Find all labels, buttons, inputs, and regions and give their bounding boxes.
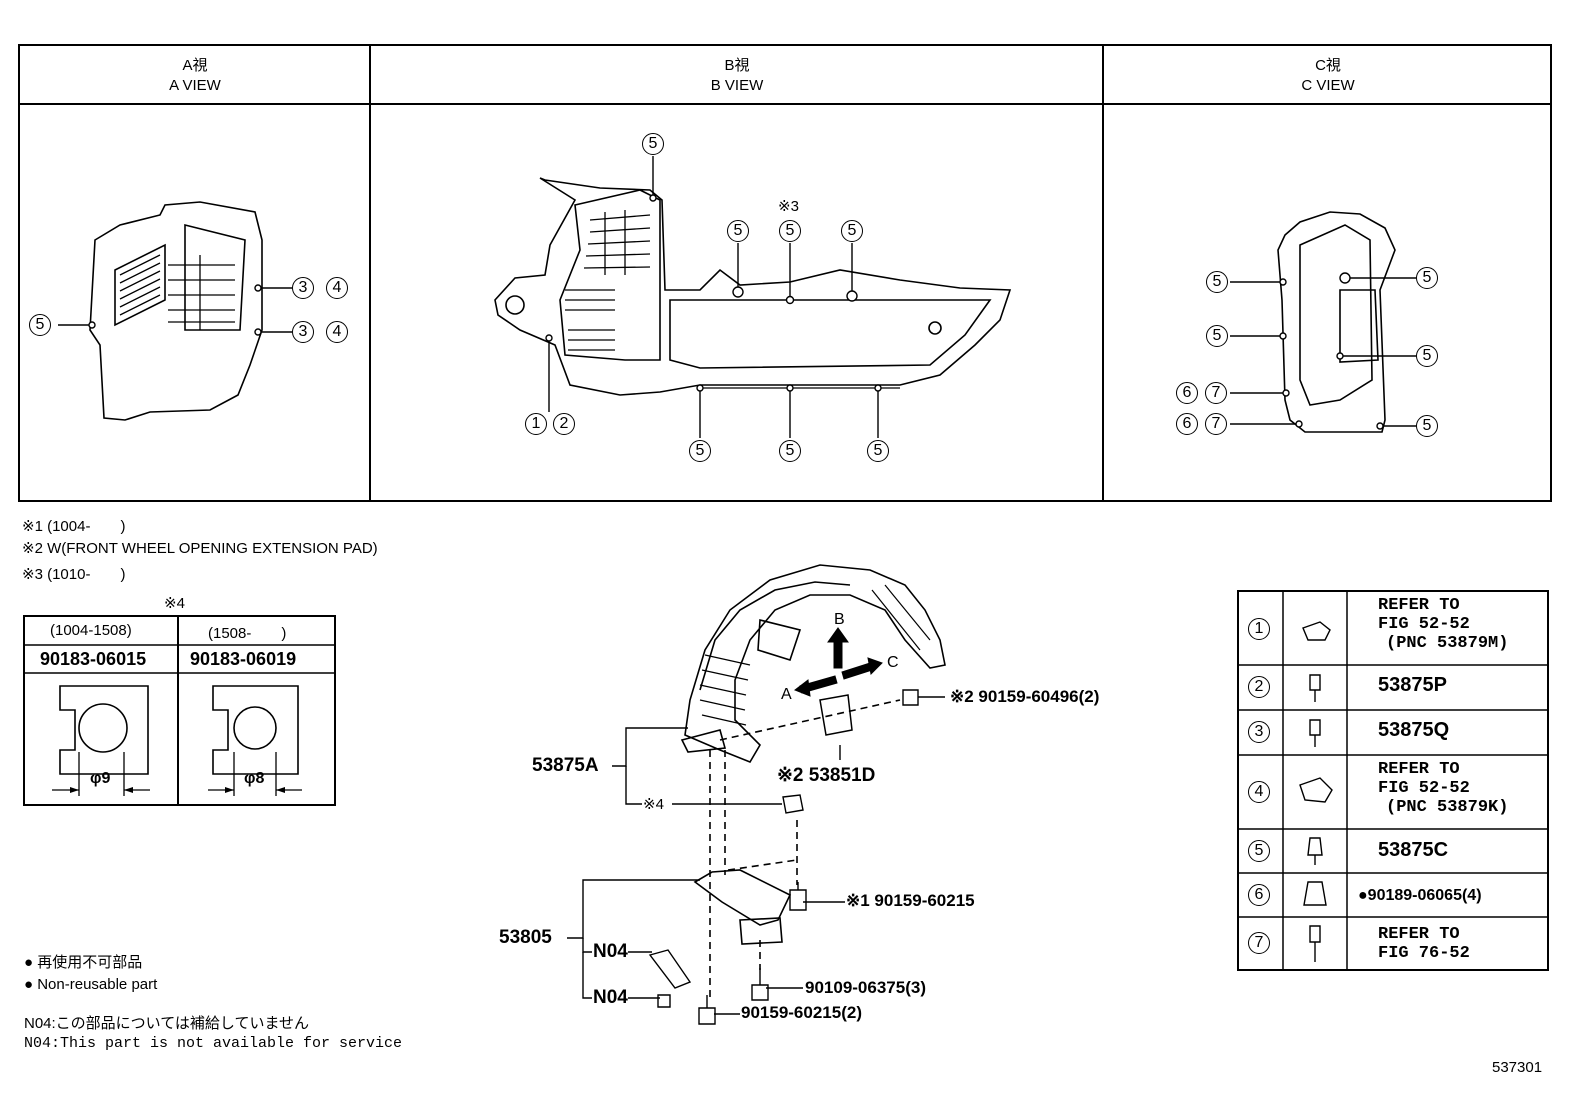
c-callout-5-left1: 5 — [1206, 271, 1228, 293]
variant-col1-part: 90183-06015 — [40, 649, 147, 669]
legend-text-3: 53875Q — [1378, 719, 1450, 741]
c-view-en: C VIEW — [1301, 77, 1355, 94]
legend-num-7: 7 — [1248, 932, 1270, 954]
legend-num-4: 4 — [1248, 781, 1270, 803]
legend-text-4-line2: FIG 52-52 — [1378, 779, 1470, 798]
a-view-header: A視 A VIEW — [20, 56, 370, 96]
n04-en: N04:This part is not available for servi… — [24, 1035, 403, 1052]
variant-table-title: ※4 — [164, 595, 185, 612]
arrow-b-label: B — [834, 611, 845, 628]
b-callout-5-bot3: 5 — [867, 440, 889, 462]
arrow-a-label: A — [781, 686, 792, 703]
part-bolt-3: 90109-06375(3) — [805, 978, 926, 997]
legend-text-1-line1: REFER TO — [1378, 596, 1460, 615]
variant-col2-part: 90183-06019 — [190, 649, 297, 669]
c-callout-7-top: 7 — [1205, 382, 1227, 404]
b-callout-5-mid1: 5 — [727, 220, 749, 242]
legend-num-5: 5 — [1248, 840, 1270, 862]
part-n04-bottom: N04 — [593, 987, 628, 1008]
part-53875A: 53875A — [532, 755, 599, 776]
part-bolt-1: ※1 90159-60215 — [846, 891, 975, 910]
b-callout-5-mid2: 5 — [779, 220, 801, 242]
part-bolt-2: 90159-60215(2) — [741, 1003, 862, 1022]
b-callout-5-top: 5 — [642, 133, 664, 155]
part-n04-top: N04 — [593, 941, 628, 962]
note-2: ※2 W(FRONT WHEEL OPENING EXTENSION PAD) — [22, 540, 378, 557]
legend-text-1: REFER TO FIG 52-52 (PNC 53879M) — [1378, 596, 1508, 653]
legend-text-6-line1: ●90189-06065(4) — [1358, 887, 1482, 904]
a-callout-4-top: 4 — [326, 277, 348, 299]
c-callout-6-bottom: 6 — [1176, 413, 1198, 435]
b-view-jp: B視 — [724, 57, 750, 74]
c-view-jp: C視 — [1315, 57, 1341, 74]
a-callout-5: 5 — [29, 314, 51, 336]
legend-table — [1237, 590, 1549, 971]
legend-text-4: REFER TO FIG 52-52 (PNC 53879K) — [1378, 760, 1508, 817]
b-callout-5-bot2: 5 — [779, 440, 801, 462]
a-callout-3-bottom: 3 — [292, 321, 314, 343]
c-callout-5-right2: 5 — [1416, 345, 1438, 367]
n04-jp: N04:この部品については補給していません — [24, 1015, 310, 1032]
legend-num-6: 6 — [1248, 884, 1270, 906]
legend-text-5: 53875C — [1378, 839, 1449, 861]
a-callout-4-bottom: 4 — [326, 321, 348, 343]
part-53805: 53805 — [499, 927, 552, 948]
c-callout-5-left2: 5 — [1206, 325, 1228, 347]
c-callout-5-right1: 5 — [1416, 267, 1438, 289]
c-view-header: C視 C VIEW — [1104, 56, 1552, 96]
legend-text-4-line1: REFER TO — [1378, 760, 1460, 779]
variant-col1-range: (1004-1508) — [50, 622, 132, 639]
b-callout-2: 2 — [553, 413, 575, 435]
assembly-note4: ※4 — [643, 796, 664, 813]
legend-text-4-line3: (PNC 53879K) — [1386, 798, 1509, 817]
c-callout-5-right3: 5 — [1416, 415, 1438, 437]
legend-text-1-line2: FIG 52-52 — [1378, 615, 1470, 634]
part-pad-53851D: ※2 53851D — [777, 765, 876, 786]
nonreuse-jp: ● 再使用不可部品 — [24, 954, 143, 971]
legend-text-2-line1: 53875P — [1378, 674, 1447, 696]
legend-text-5-line1: 53875C — [1378, 839, 1449, 861]
b-callout-5-bot1: 5 — [689, 440, 711, 462]
variant-col2-dim: φ8 — [244, 770, 265, 787]
views-frame — [18, 44, 1552, 502]
part-bolt-pad: ※2 90159-60496(2) — [950, 687, 1100, 706]
b-callout-5-mid3: 5 — [841, 220, 863, 242]
legend-text-2: 53875P — [1378, 674, 1447, 696]
legend-text-7-line1: REFER TO — [1378, 925, 1460, 944]
legend-text-7-line2: FIG 76-52 — [1378, 944, 1470, 963]
b-view-header: B視 B VIEW — [371, 56, 1103, 96]
legend-text-3-line1: 53875Q — [1378, 719, 1450, 741]
variant-table — [23, 615, 336, 806]
note-3: ※3 (1010- ) — [22, 566, 126, 583]
note-1: ※1 (1004- ) — [22, 518, 126, 535]
c-callout-7-bottom: 7 — [1205, 413, 1227, 435]
legend-num-2: 2 — [1248, 676, 1270, 698]
legend-text-6: ●90189-06065(4) — [1358, 886, 1482, 905]
legend-text-1-line3: (PNC 53879M) — [1386, 634, 1509, 653]
nonreuse-en: ● Non-reusable part — [24, 976, 158, 993]
b-view-en: B VIEW — [710, 77, 764, 94]
legend-num-1: 1 — [1248, 618, 1270, 640]
legend-num-3: 3 — [1248, 721, 1270, 743]
b-callout-1: 1 — [525, 413, 547, 435]
legend-text-7: REFER TO FIG 76-52 — [1378, 925, 1470, 963]
a-view-jp: A視 — [182, 57, 208, 74]
variant-col1-dim: φ9 — [90, 770, 111, 787]
variant-col2-range: (1508- ) — [208, 625, 287, 642]
a-view-en: A VIEW — [169, 77, 221, 94]
c-callout-6-top: 6 — [1176, 382, 1198, 404]
figure-id: 537301 — [1492, 1059, 1543, 1076]
arrow-c-label: C — [887, 654, 899, 671]
a-callout-3-top: 3 — [292, 277, 314, 299]
b-note3-mark: ※3 — [778, 198, 799, 215]
